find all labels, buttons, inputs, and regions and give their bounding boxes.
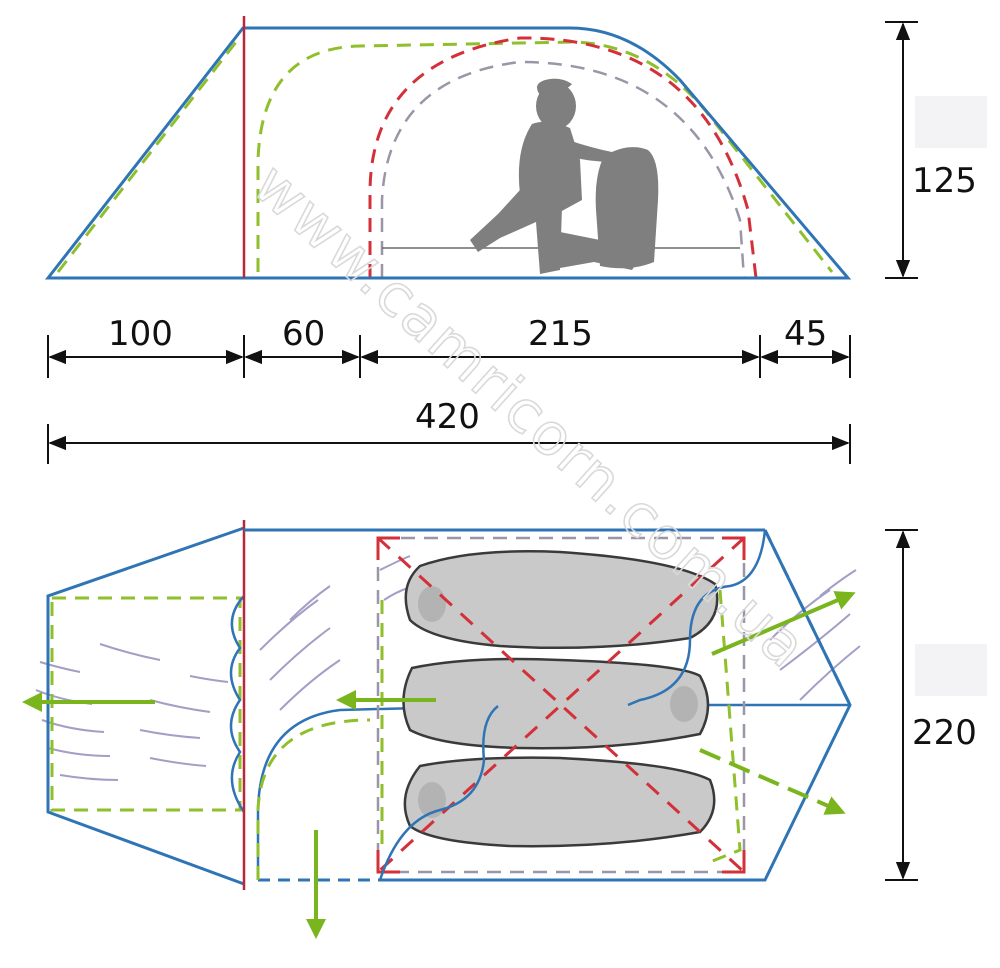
height-label-box	[915, 96, 987, 148]
inner-door-curve-left	[378, 705, 499, 881]
height-label: 125	[912, 161, 977, 201]
airflow-arrows	[22, 591, 856, 939]
main-body-outline	[244, 528, 852, 882]
inner-door-curve-right	[627, 529, 767, 707]
pillow-2	[670, 686, 698, 722]
vestibule-left-scallop	[229, 595, 246, 813]
main-body-dashed-right	[763, 529, 852, 706]
sleeping-bag-2	[402, 657, 710, 750]
inner-tent-grey	[376, 536, 746, 874]
outer-fly-outline	[44, 26, 852, 280]
inner-tent-grey-outline	[380, 60, 746, 279]
kneeling-person-icon	[470, 78, 659, 274]
inner-tent-green	[256, 589, 742, 880]
sleeping-bags	[402, 550, 719, 848]
inner-tent-green-outline	[56, 40, 834, 273]
side-view: 125	[44, 16, 987, 280]
airflow-arrow-up-right	[711, 591, 856, 656]
total-length-label: 420	[415, 397, 480, 437]
pillow-1	[418, 586, 446, 622]
segment-label-45: 45	[784, 314, 827, 354]
pole-corners	[376, 536, 746, 874]
top-view: 220	[22, 520, 987, 939]
width-label-box	[915, 644, 987, 696]
width-label: 220	[912, 713, 977, 753]
vestibule-left-outline	[46, 526, 245, 886]
segment-label-100: 100	[108, 314, 173, 354]
segment-label-215: 215	[528, 314, 593, 354]
inner-tent-red-outline	[368, 36, 758, 279]
length-dimensions: 100 60 215 45 420	[47, 314, 851, 464]
segment-label-60: 60	[282, 314, 325, 354]
airflow-arrow-down-right	[699, 748, 846, 815]
